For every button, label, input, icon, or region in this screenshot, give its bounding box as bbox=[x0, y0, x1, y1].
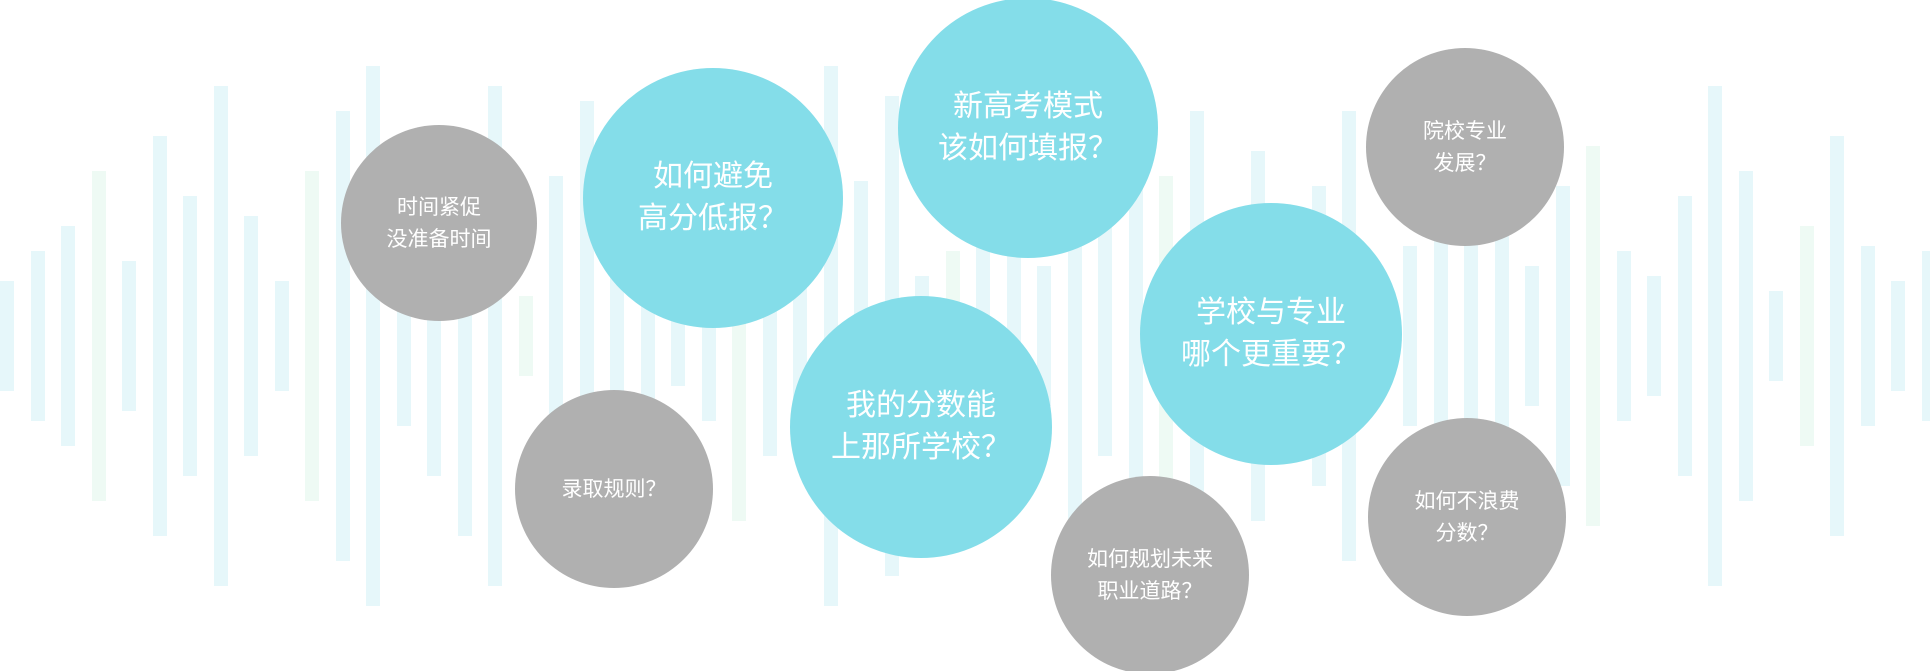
wave-bar bbox=[91, 171, 106, 501]
wave-bar bbox=[183, 196, 197, 476]
wave-bar bbox=[1708, 86, 1722, 586]
bubble-line: 如何不浪费 bbox=[1414, 489, 1520, 513]
wave-bar bbox=[1037, 266, 1051, 406]
bubble-line: 时间紧促 bbox=[397, 195, 481, 219]
wave-bar bbox=[1830, 136, 1844, 536]
wave-bar bbox=[0, 281, 14, 391]
bubble-line: 新高考模式 bbox=[953, 89, 1103, 124]
bubble-admission-rules[interactable]: 录取规则？ bbox=[515, 390, 713, 588]
bubble-no-waste[interactable]: 如何不浪费 分数？ bbox=[1368, 418, 1566, 616]
wave-bar bbox=[274, 281, 289, 391]
bubble-line: 院校专业 bbox=[1423, 119, 1507, 143]
bubble-line: 职业道路？ bbox=[1097, 579, 1203, 603]
bubble-line: 哪个更重要？ bbox=[1181, 337, 1361, 372]
bubble-time-short[interactable]: 时间紧促 没准备时间 bbox=[341, 125, 537, 321]
bubble-line: 我的分数能 bbox=[846, 388, 996, 423]
bubble-line: 如何避免 bbox=[653, 159, 773, 194]
wave-bar bbox=[335, 111, 350, 561]
wave-bar bbox=[1403, 246, 1417, 426]
bubble-major-development[interactable]: 院校专业 发展？ bbox=[1366, 48, 1564, 246]
bubble-line: 没准备时间 bbox=[386, 227, 492, 251]
bubble-line: 学校与专业 bbox=[1196, 295, 1346, 330]
bubble-line: 高分低报？ bbox=[638, 201, 788, 236]
bubble-school-vs-major[interactable]: 学校与专业 哪个更重要？ bbox=[1140, 203, 1402, 465]
wave-bar bbox=[1769, 291, 1783, 381]
bubble-line: 分数？ bbox=[1435, 521, 1499, 545]
bubble-career-plan[interactable]: 如何规划未来 职业道路？ bbox=[1051, 476, 1249, 671]
wave-bar bbox=[1891, 281, 1905, 391]
wave-bar bbox=[1525, 266, 1539, 406]
wave-bar bbox=[152, 136, 167, 536]
bubble-avoid-low[interactable]: 如何避免 高分低报？ bbox=[583, 68, 843, 328]
wave-bar bbox=[1586, 146, 1600, 526]
wave-bar bbox=[1799, 226, 1814, 446]
wave-bar bbox=[1738, 171, 1753, 501]
wave-bar bbox=[1616, 251, 1631, 421]
wave-bar bbox=[1921, 251, 1930, 421]
wave-bar bbox=[213, 86, 228, 586]
bubble-new-gaokao[interactable]: 新高考模式 该如何填报？ bbox=[898, 0, 1158, 258]
wave-bar bbox=[1555, 186, 1570, 486]
wave-bar bbox=[610, 276, 624, 396]
bubble-line: 上那所学校？ bbox=[831, 430, 1011, 465]
wave-bar bbox=[1433, 206, 1448, 466]
bubble-line: 该如何填报？ bbox=[938, 131, 1118, 166]
wave-bar bbox=[1677, 196, 1692, 476]
wave-bar bbox=[122, 261, 136, 411]
wave-bar bbox=[1128, 86, 1143, 586]
wave-bar bbox=[305, 171, 319, 501]
wave-bar bbox=[1860, 246, 1875, 426]
wave-bar bbox=[30, 251, 45, 421]
bubble-line: 录取规则？ bbox=[561, 477, 667, 501]
wave-bar bbox=[61, 226, 75, 446]
wave-bar bbox=[518, 296, 533, 376]
bubble-line: 如何规划未来 bbox=[1087, 547, 1213, 571]
bubble-line: 发展？ bbox=[1433, 151, 1497, 175]
bubble-which-school[interactable]: 我的分数能 上那所学校？ bbox=[790, 296, 1052, 558]
wave-bar bbox=[244, 216, 258, 456]
wave-bar bbox=[1647, 276, 1661, 396]
wave-bar bbox=[1098, 216, 1112, 456]
